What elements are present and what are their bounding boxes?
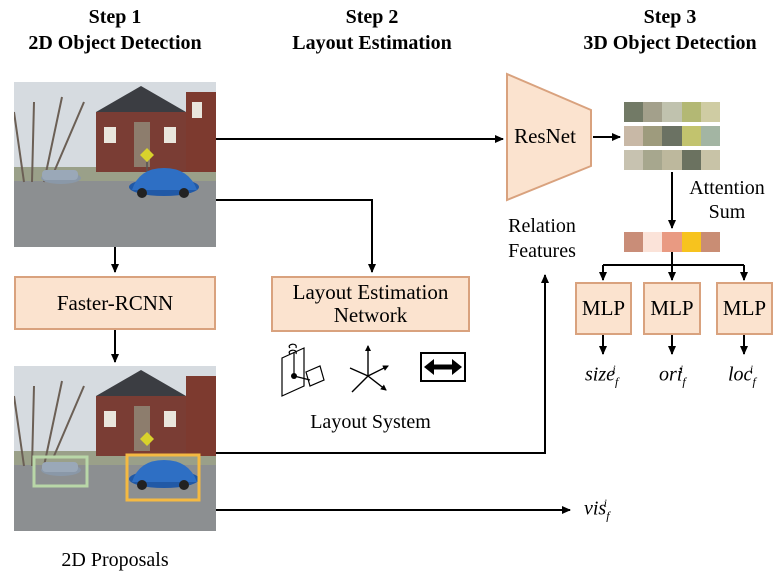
faster-rcnn-label: Faster-RCNN (56, 290, 174, 315)
layout-net-label: Layout Estimation Network (292, 280, 449, 327)
feature-cell (624, 126, 644, 146)
attention-sum-label: Attention Sum (689, 177, 765, 223)
input-image (14, 82, 216, 247)
feature-cell (681, 102, 701, 122)
attention-cell (700, 232, 721, 252)
layout-net-block: Layout Estimation Network (271, 276, 470, 332)
step-3-header: Step 3 3D Object Detection (560, 4, 780, 56)
feature-cell (662, 102, 682, 122)
feature-row (624, 102, 721, 122)
attention-cell (662, 232, 682, 252)
feature-row (624, 126, 721, 146)
attention-cell (643, 232, 663, 252)
feature-row (624, 150, 721, 170)
feature-cell (624, 102, 644, 122)
camera-frame-icon (281, 343, 325, 397)
output-size: sizefi (585, 362, 619, 389)
arrow-proposals-to-relation (216, 274, 549, 454)
attention-cell (624, 232, 644, 252)
mlp-block-ori: MLP (643, 282, 701, 335)
feature-grid (624, 102, 721, 174)
feature-cell (643, 102, 663, 122)
feature-cell (681, 126, 701, 146)
output-vis: visfi (584, 496, 610, 523)
step-3-title: 3D Object Detection (583, 32, 757, 54)
step-2-title: Layout Estimation (292, 32, 452, 54)
step-2-number: Step 2 (345, 6, 399, 28)
arrow-image-to-layout-net (216, 199, 376, 273)
output-ori: orifi (659, 362, 686, 389)
mlp-label-size: MLP (581, 296, 626, 320)
proposal-box-large (125, 453, 201, 502)
mlp-block-size: MLP (575, 282, 632, 335)
step-2-header: Step 2 Layout Estimation (272, 4, 472, 56)
output-loc: locfi (728, 362, 756, 389)
mlp-label-ori: MLP (650, 296, 694, 320)
resnet-block: ResNet (505, 72, 593, 202)
feature-cell (662, 150, 682, 170)
feature-cell (643, 126, 663, 146)
relation-features-label: Relation Features (508, 215, 576, 262)
resnet-label: ResNet (514, 124, 576, 148)
step-1-title: 2D Object Detection (28, 32, 202, 54)
feature-cell (643, 150, 663, 170)
attention-vector (624, 232, 721, 252)
feature-cell (681, 150, 701, 170)
mlp-label-loc: MLP (722, 296, 767, 320)
step-1-number: Step 1 (88, 6, 142, 28)
bbox-size-icon (420, 352, 466, 382)
attention-cell (681, 232, 701, 252)
mlp-block-loc: MLP (716, 282, 773, 335)
proposals-label: 2D Proposals (61, 549, 169, 571)
feature-cell (624, 150, 644, 170)
proposal-box-small (32, 455, 89, 488)
proposals-image (14, 366, 216, 531)
faster-rcnn-block: Faster-RCNN (14, 276, 216, 330)
feature-cell (662, 126, 682, 146)
layout-system-label: Layout System (310, 411, 431, 433)
axis-frame-icon (349, 345, 389, 393)
step-1-header: Step 1 2D Object Detection (15, 4, 215, 56)
feature-cell (700, 150, 721, 170)
feature-cell (700, 126, 721, 146)
step-3-number: Step 3 (643, 6, 697, 28)
feature-cell (700, 102, 721, 122)
